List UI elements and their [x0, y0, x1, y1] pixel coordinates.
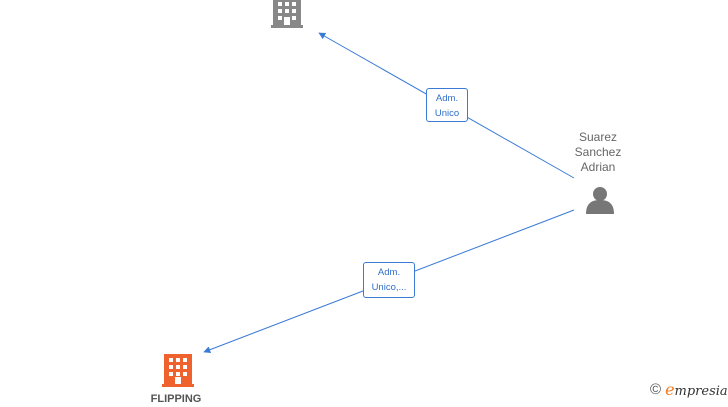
empresia-logo: © empresia	[650, 380, 728, 399]
edge-label-line: Adm.	[435, 93, 459, 104]
building-icon[interactable]	[271, 0, 303, 28]
building-icon-highlight[interactable]	[162, 354, 194, 387]
person-icon[interactable]	[586, 187, 614, 214]
person-name-line: Sanchez	[574, 145, 622, 159]
edge-label-top[interactable]: Adm. Unico	[426, 88, 468, 122]
edge-label-bottom[interactable]: Adm. Unico,...	[363, 262, 415, 298]
brand-name: empresia	[665, 380, 728, 399]
edge-label-line: Adm.	[377, 267, 401, 278]
copyright-icon: ©	[650, 381, 662, 398]
person-name-line: Suarez	[578, 130, 618, 144]
edge-label-line: Unico,...	[371, 282, 407, 293]
person-name-label[interactable]: Suarez Sanchez Adrian	[558, 130, 638, 175]
edge-label-line: Unico	[434, 108, 460, 119]
person-name-line: Adrian	[580, 160, 616, 174]
